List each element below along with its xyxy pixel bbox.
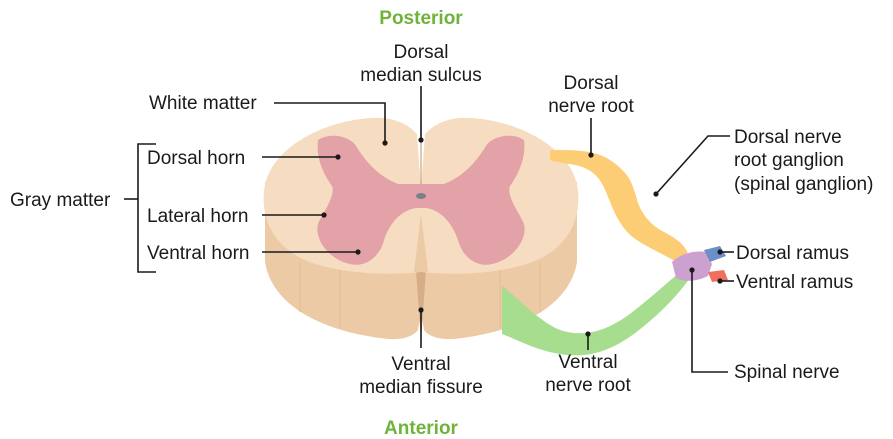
ventral-ramus-label: Ventral ramus [736, 272, 853, 293]
dorsal-median-sulcus-label-2: median sulcus [360, 65, 481, 86]
dorsal-nerve-root-label-2: nerve root [548, 96, 634, 117]
spinal-cord [264, 118, 579, 340]
anterior-label: Anterior [384, 418, 459, 439]
lateral-horn-label: Lateral horn [147, 206, 248, 227]
dorsal-ramus-label: Dorsal ramus [736, 243, 849, 264]
dorsal-root-ganglion-label-2: root ganglion [734, 150, 844, 171]
dorsal-horn-label: Dorsal horn [147, 148, 245, 169]
ventral-nerve-root-label-2: nerve root [545, 375, 631, 396]
central-canal [416, 193, 426, 199]
dorsal-nerve-root-label-1: Dorsal [564, 73, 619, 94]
white-matter-label: White matter [149, 93, 257, 114]
dorsal-root-ganglion-label-1: Dorsal nerve [734, 127, 842, 148]
gray-matter-label: Gray matter [10, 190, 111, 211]
dorsal-median-sulcus-label-1: Dorsal [394, 42, 449, 63]
ventral-median-fissure-label-2: median fissure [359, 377, 483, 398]
ventral-nerve-root-label-1: Ventral [558, 352, 617, 373]
ventral-horn-label: Ventral horn [147, 243, 249, 264]
posterior-label: Posterior [379, 8, 463, 29]
spinal-nerve-label: Spinal nerve [734, 362, 840, 383]
dorsal-root-ganglion-label-3: (spinal ganglion) [734, 174, 873, 195]
ventral-median-fissure-label-1: Ventral [391, 354, 450, 375]
